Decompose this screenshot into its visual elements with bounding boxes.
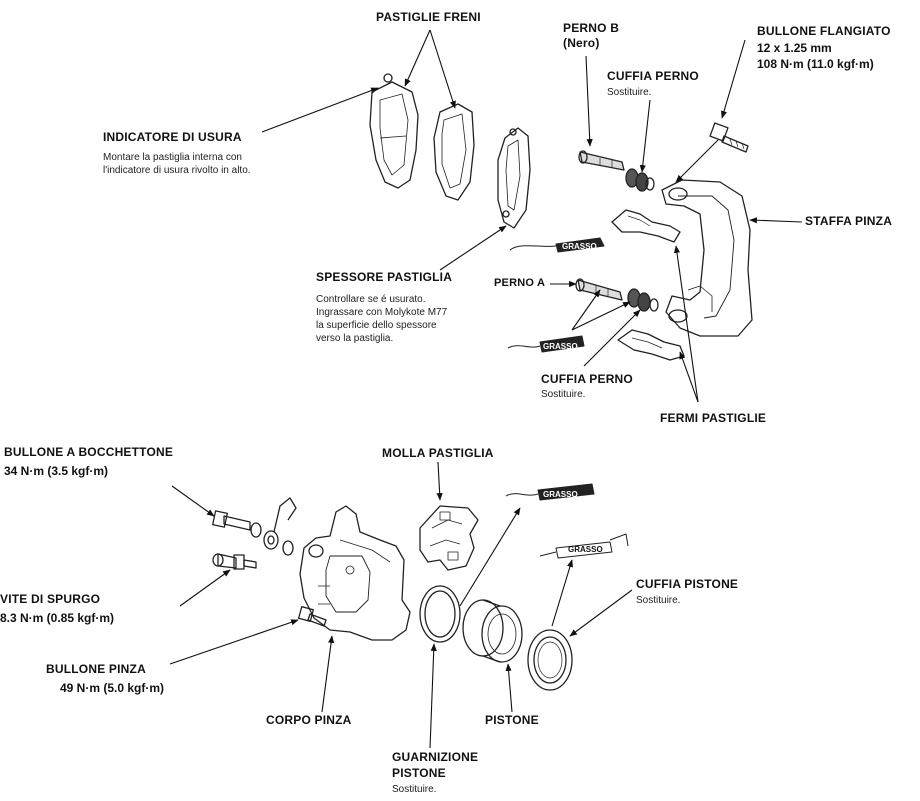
- label-indicatore-usura: INDICATORE DI USURA: [103, 130, 242, 144]
- pad-retainer-bottom: [617, 329, 685, 361]
- piston: [462, 599, 523, 663]
- label-spessore-note-4: verso la pastiglia.: [316, 333, 394, 344]
- label-bullone-pinza-torque: 49 N·m (5.0 kgf·m): [60, 681, 165, 695]
- caliper-bolt: [298, 606, 327, 627]
- label-spessore-note-2: Ingrassare con Molykote M77: [316, 307, 448, 318]
- pad-spring: [419, 505, 479, 571]
- grasso-tag-3: GRASSO: [543, 490, 578, 499]
- label-pistone: PISTONE: [485, 713, 539, 727]
- label-guarnizione-1: GUARNIZIONE: [392, 750, 479, 764]
- label-bullone-bocchettone-torque: 34 N·m (3.5 kgf·m): [4, 464, 109, 478]
- pin-a: [575, 278, 623, 301]
- label-cuffia-perno-bottom-note: Sostituire.: [541, 389, 586, 400]
- label-cuffia-pistone: CUFFIA PISTONE: [636, 577, 739, 591]
- label-cuffia-perno-top-note: Sostituire.: [607, 87, 652, 98]
- label-spessore-note-3: la superficie dello spessore: [316, 320, 437, 331]
- grease-tube-1: [509, 237, 605, 253]
- label-fermi-pastiglie: FERMI PASTIGLIE: [660, 411, 767, 425]
- label-bullone-flangiato: BULLONE FLANGIATO: [757, 24, 891, 38]
- label-cuffia-perno-bottom: CUFFIA PERNO: [541, 372, 633, 386]
- label-pastiglie-freni: PASTIGLIE FRENI: [376, 10, 481, 24]
- label-bullone-bocchettone: BULLONE A BOCCHETTONE: [4, 445, 174, 459]
- label-perno-a: PERNO A: [494, 277, 546, 289]
- piston-seal: [419, 585, 461, 643]
- label-bullone-flangiato-size: 12 x 1.25 mm: [757, 41, 832, 55]
- inner-brake-pad: [369, 73, 419, 189]
- label-corpo-pinza: CORPO PINZA: [266, 713, 352, 727]
- grasso-tag-1: GRASSO: [562, 242, 597, 251]
- pin-b: [578, 150, 625, 171]
- caliper-bracket: [661, 179, 753, 337]
- label-perno-b-note: (Nero): [563, 36, 600, 50]
- piston-boot: [527, 629, 573, 691]
- grease-tube-3: [505, 483, 595, 501]
- pin-boot-bottom: [627, 288, 659, 312]
- grasso-tag-4: GRASSO: [568, 545, 603, 554]
- label-spessore-note-1: Controllare se é usurato.: [316, 294, 426, 305]
- flange-bolt: [709, 122, 749, 153]
- grease-tube-4: [539, 533, 629, 559]
- label-perno-b: PERNO B: [563, 21, 620, 35]
- label-cuffia-pistone-note: Sostituire.: [636, 595, 681, 606]
- label-vite-spurgo: VITE DI SPURGO: [0, 592, 101, 606]
- caliper-body: [299, 505, 411, 641]
- label-indicatore-usura-note-1: Montare la pastiglia interna con: [103, 152, 242, 163]
- label-cuffia-perno-top: CUFFIA PERNO: [607, 69, 699, 83]
- outer-brake-pad: [433, 103, 475, 201]
- grasso-tags: GRASSO GRASSO GRASSO GRASSO: [543, 242, 603, 554]
- label-bullone-flangiato-torque: 108 N·m (11.0 kgf·m): [757, 57, 874, 71]
- label-vite-spurgo-torque: 8.3 N·m (0.85 kgf·m): [0, 611, 115, 625]
- label-spessore-pastiglia: SPESSORE PASTIGLIA: [316, 270, 453, 284]
- label-guarnizione-2: PISTONE: [392, 766, 446, 780]
- label-indicatore-usura-note-2: l'indicatore di usura rivolto in alto.: [103, 165, 251, 176]
- label-staffa-pinza: STAFFA PINZA: [805, 214, 893, 228]
- banjo-bolt: [212, 497, 297, 556]
- pin-boot-top: [625, 168, 655, 192]
- label-guarnizione-note: Sostituire.: [392, 784, 437, 795]
- pad-shim: [497, 127, 531, 229]
- label-molla-pastiglia: MOLLA PASTIGLIA: [382, 446, 494, 460]
- grease-tube-2: [507, 335, 585, 353]
- bleeder-screw: [212, 553, 257, 570]
- pad-retainer-top: [611, 209, 681, 243]
- label-bullone-pinza: BULLONE PINZA: [46, 662, 146, 676]
- grasso-tag-2: GRASSO: [543, 342, 578, 351]
